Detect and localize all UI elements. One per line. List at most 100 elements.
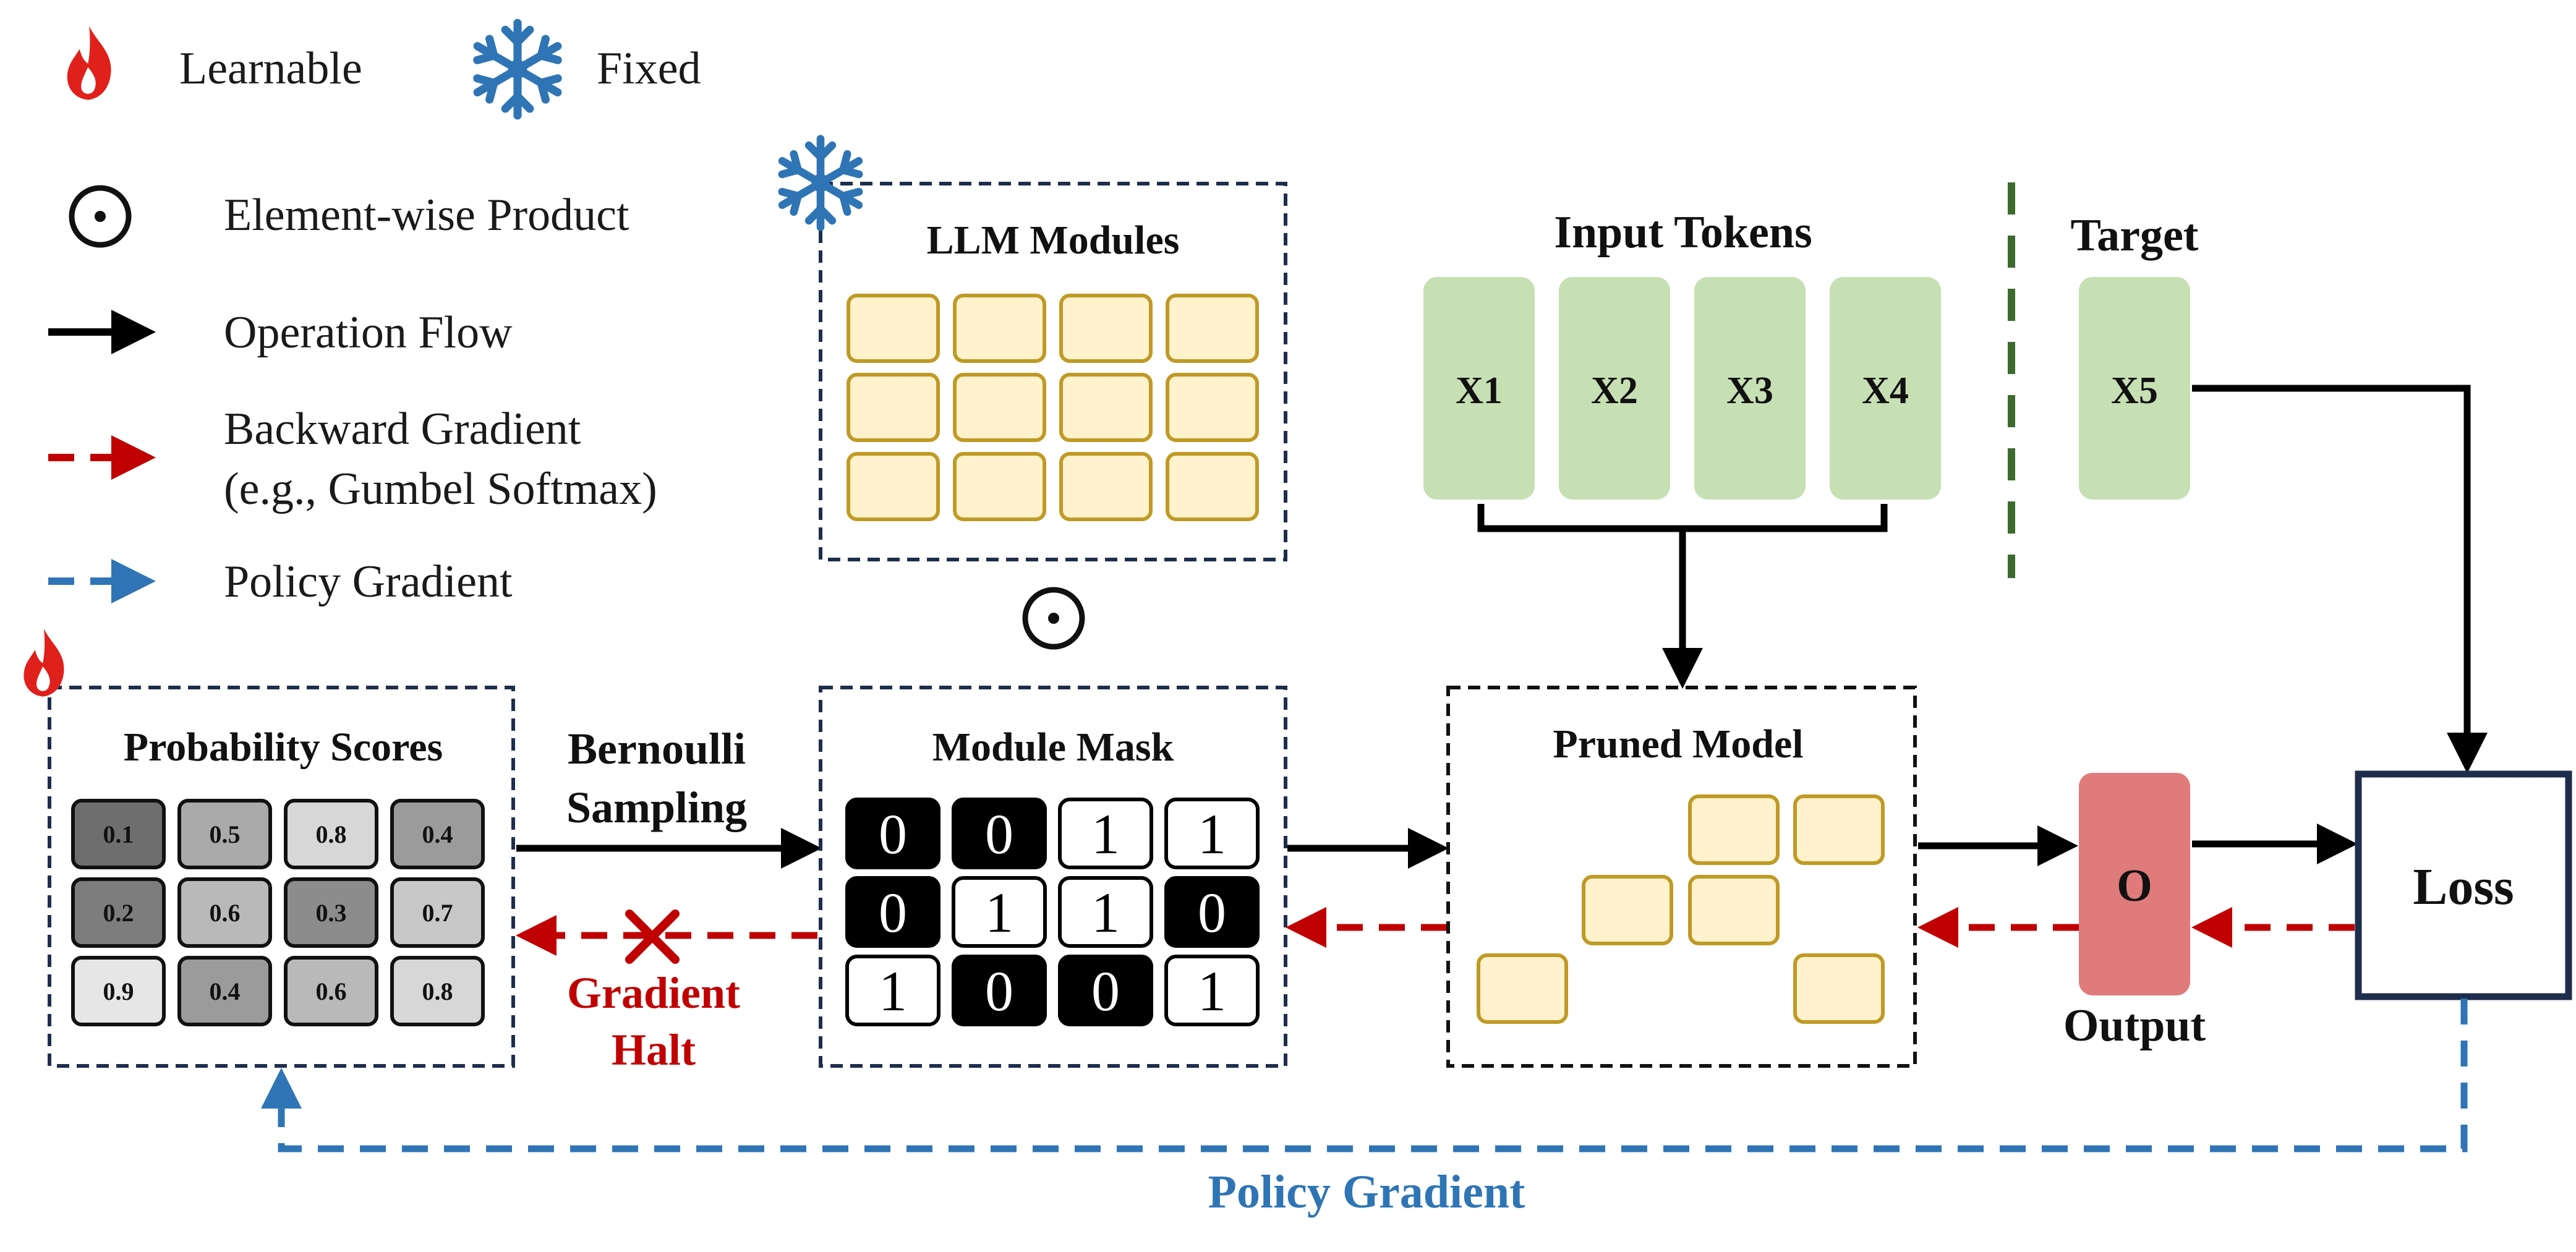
loss-label: Loss: [2413, 858, 2514, 916]
flame-icon: [67, 25, 111, 100]
probability-cell: [71, 799, 166, 869]
input-token: [1694, 277, 1806, 500]
element-wise-product-icon: [1022, 587, 1085, 650]
input-token: [1830, 277, 1941, 500]
svg-text:X5: X5: [2111, 370, 2158, 412]
llm-module-block: [847, 452, 940, 521]
output-node: O: [2079, 773, 2190, 995]
legend: Learnable Fixed Element-wise Product Ope…: [48, 23, 701, 607]
snowflake-icon: [471, 23, 563, 116]
mask-value: 1: [1198, 960, 1226, 1023]
policy-gradient-label: Policy Gradient: [1208, 1166, 1525, 1218]
probability-value: 0.8: [316, 820, 347, 848]
mask-value: 1: [1091, 881, 1120, 944]
output-label: Output: [2063, 1000, 2206, 1051]
llm-module-block: [953, 373, 1046, 442]
input-token: [1423, 277, 1535, 500]
input-token-label: X1: [1456, 370, 1503, 412]
mask-value: 1: [1198, 803, 1226, 866]
pruned-model-box: Pruned Model: [1446, 686, 1917, 1068]
mask-cell: [845, 876, 940, 948]
target-token: X5: [2079, 277, 2190, 500]
mask-value: 1: [1091, 803, 1120, 866]
policy-gradient-path: [261, 999, 2468, 1152]
gradient-halt-line2: Halt: [612, 1025, 696, 1075]
mask-value: 0: [985, 803, 1013, 866]
probability-value: 0.9: [103, 977, 134, 1005]
llm-module-block: [953, 452, 1046, 521]
mask-cell: [1058, 876, 1153, 948]
llm-module-block: [1059, 373, 1153, 442]
probability-cell: [284, 799, 378, 869]
mask-value: 0: [879, 803, 907, 866]
mask-cell: [952, 955, 1047, 1026]
probability-value: 0.7: [422, 899, 453, 927]
pruned-module-blocks: [1477, 794, 1885, 1024]
mask-cell: [1164, 955, 1260, 1026]
probability-value: 0.6: [316, 977, 347, 1005]
probability-value: 0.6: [210, 899, 241, 927]
mask-cell: [1164, 798, 1260, 869]
mask-cell: [1058, 798, 1153, 869]
pruned-module-block: [1793, 794, 1885, 865]
probability-cell: [177, 877, 272, 948]
mask-cell: [845, 955, 940, 1026]
module-mask-title: Module Mask: [932, 725, 1174, 770]
target-to-loss-arrow: [2192, 385, 2488, 773]
learnable-flame-icon: [23, 628, 64, 697]
probability-cell: [71, 877, 166, 948]
pruned-module-block: [1477, 953, 1568, 1024]
sampling-label-line2: Sampling: [566, 783, 747, 832]
probability-cell: [284, 956, 378, 1026]
mask-value: 0: [1091, 960, 1120, 1023]
target-title: Target: [2071, 210, 2199, 261]
probability-value: 0.5: [210, 820, 241, 848]
mask-value: 0: [1198, 881, 1226, 944]
probability-value: 0.8: [422, 977, 453, 1005]
probability-cell: [284, 877, 378, 948]
pruned-module-block: [1582, 875, 1673, 945]
probability-cell: [177, 799, 272, 869]
probability-value: 0.1: [103, 820, 134, 848]
output-symbol: O: [2117, 861, 2152, 911]
mask-value: 1: [879, 960, 907, 1023]
gradient-halt-cross-icon: [625, 909, 680, 964]
llm-modules-box: LLM Modules: [777, 139, 1287, 561]
llm-module-block: [847, 294, 940, 363]
llm-module-grid: [847, 294, 1259, 521]
legend-backward-line1: Backward Gradient: [224, 404, 581, 454]
probability-cell: [71, 956, 166, 1026]
input-token-label: X4: [1862, 370, 1909, 412]
pruned-module-block: [1793, 953, 1885, 1024]
probability-scores-title: Probability Scores: [124, 725, 443, 770]
legend-elementwise-label: Element-wise Product: [224, 190, 629, 241]
pruned-module-block: [1688, 794, 1780, 865]
pruned-model-title: Pruned Model: [1553, 722, 1803, 767]
legend-operation-flow-label: Operation Flow: [224, 307, 513, 358]
input-token: [1559, 277, 1670, 500]
legend-fixed-label: Fixed: [597, 43, 701, 94]
llm-module-block: [1166, 294, 1259, 363]
llm-module-block: [847, 373, 940, 442]
llm-modules-title: LLM Modules: [927, 218, 1180, 263]
llm-module-block: [1059, 294, 1153, 363]
mask-cell: [845, 798, 940, 869]
probability-cell: [390, 956, 485, 1026]
input-tokens-title: Input Tokens: [1554, 207, 1812, 258]
mask-cell: [1164, 876, 1260, 948]
input-token-label: X3: [1726, 370, 1773, 412]
mask-value: 0: [985, 960, 1013, 1023]
llm-module-block: [1166, 452, 1259, 521]
probability-cell: [390, 799, 485, 869]
mask-value: 1: [985, 881, 1013, 944]
mask-cell: [952, 876, 1047, 948]
mask-cell: [952, 798, 1047, 869]
gradient-halt-line1: Gradient: [567, 968, 740, 1018]
llm-module-block: [1059, 452, 1153, 521]
